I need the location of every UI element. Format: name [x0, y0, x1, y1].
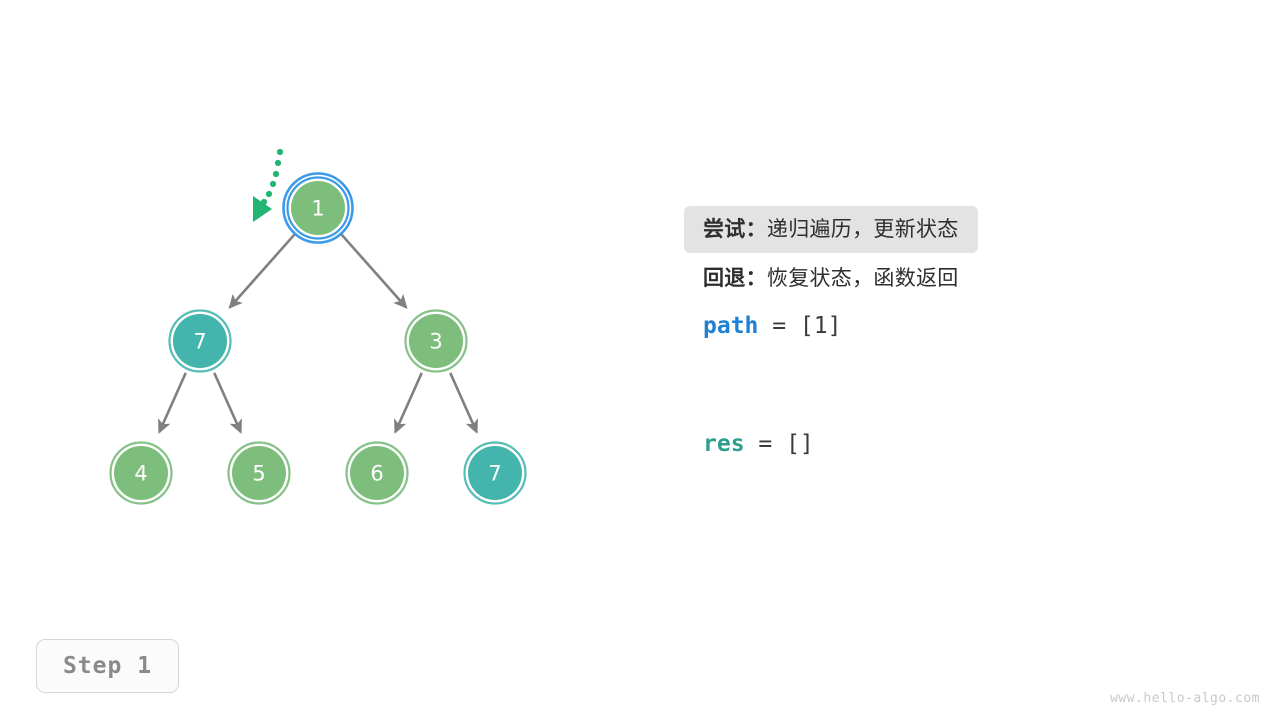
pointer-dot — [276, 148, 284, 156]
node-outline-ring — [227, 441, 291, 505]
tree-edge — [158, 372, 187, 434]
node-circle — [409, 314, 463, 368]
backtrack-label: 回退： — [703, 266, 767, 290]
node-label: 3 — [429, 330, 442, 354]
tree-nodes: 1 7 3 4 5 6 7 — [109, 172, 527, 505]
pointer-arrowhead-icon — [253, 196, 272, 222]
node-circle — [114, 446, 168, 500]
node-active-highlight-ring — [282, 172, 354, 244]
node-label: 7 — [488, 462, 501, 486]
traversal-pointer — [253, 148, 284, 222]
node-label: 4 — [134, 462, 147, 486]
tree-node-7[interactable]: 7 — [463, 441, 527, 505]
try-description: 尝试：递归遍历，更新状态 — [703, 217, 959, 241]
pointer-dot — [265, 190, 273, 198]
step-badge: Step 1 — [36, 639, 179, 693]
node-label: 7 — [193, 330, 206, 354]
tree-edge — [394, 372, 423, 434]
path-variable-line: path = [1] — [684, 309, 1204, 343]
try-label: 尝试： — [703, 217, 767, 241]
info-panel: 尝试：递归遍历，更新状态 回退：恢复状态，函数返回 path = [1] res… — [684, 206, 1204, 461]
node-circle — [468, 446, 522, 500]
tree-edge — [340, 233, 408, 309]
tree-node-6[interactable]: 6 — [345, 441, 409, 505]
pointer-dot — [272, 170, 280, 178]
backtrack-text: 恢复状态，函数返回 — [766, 266, 959, 290]
node-outline-ring — [109, 441, 173, 505]
node-outline-ring — [345, 441, 409, 505]
node-circle — [291, 181, 345, 235]
step-badge-label: Step 1 — [62, 653, 153, 679]
node-label: 1 — [311, 197, 324, 221]
tree-node-4[interactable]: 4 — [109, 441, 173, 505]
res-variable-value: = [] — [744, 431, 814, 457]
res-variable-name: res — [703, 431, 745, 457]
path-variable-value: = [1] — [758, 313, 842, 339]
binary-tree-figure: 1 7 3 4 5 6 7 — [109, 148, 527, 505]
tree-edge — [449, 372, 478, 434]
tree-svg: 1 7 3 4 5 6 7 — [109, 148, 527, 505]
tree-node-7[interactable]: 7 — [168, 309, 232, 373]
try-text: 递归遍历，更新状态 — [766, 217, 959, 241]
node-circle — [350, 446, 404, 500]
node-outline-ring — [168, 309, 232, 373]
node-outline-ring — [286, 176, 350, 240]
node-label: 6 — [370, 462, 383, 486]
tree-edge — [213, 372, 242, 434]
site-watermark: www.hello-algo.com — [1110, 691, 1260, 706]
node-outline-ring — [463, 441, 527, 505]
node-outline-ring — [404, 309, 468, 373]
backtrack-description: 回退：恢复状态，函数返回 — [703, 266, 959, 290]
node-label: 5 — [252, 462, 265, 486]
try-description-row: 尝试：递归遍历，更新状态 — [684, 206, 978, 253]
tree-edges — [158, 233, 478, 434]
pointer-dot — [274, 159, 282, 167]
pointer-dot — [269, 180, 277, 188]
tree-node-3[interactable]: 3 — [404, 309, 468, 373]
res-variable-line: res = [] — [684, 427, 1204, 461]
tree-node-1[interactable]: 1 — [282, 172, 354, 244]
path-variable-name: path — [703, 313, 759, 339]
tree-edge — [228, 233, 296, 309]
node-circle — [232, 446, 286, 500]
node-circle — [173, 314, 227, 368]
backtrack-description-row: 回退：恢复状态，函数返回 — [684, 257, 978, 299]
tree-node-5[interactable]: 5 — [227, 441, 291, 505]
